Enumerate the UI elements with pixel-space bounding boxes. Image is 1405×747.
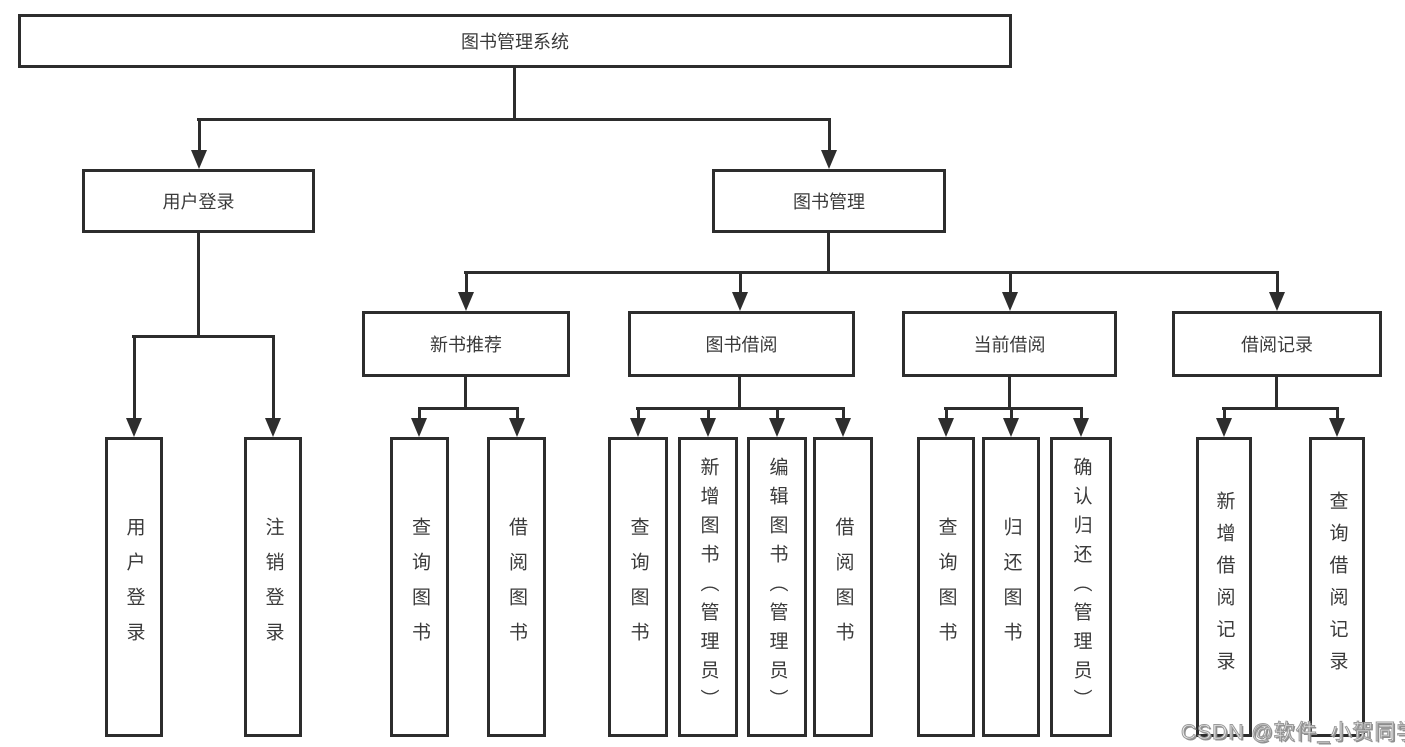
arrowhead-down-icon: [700, 418, 716, 437]
connector-arrow-line: [828, 118, 831, 150]
connector-arrow-line: [1010, 407, 1013, 418]
node-label: 查询图书: [935, 517, 957, 657]
connector-arrow-line: [739, 271, 742, 292]
connector-arrow-line: [945, 407, 948, 418]
node-label: 确认归还（管理员）: [1070, 456, 1092, 718]
arrowhead-down-icon: [1003, 418, 1019, 437]
leaf-add-books-admin: 新增图书（管理员）: [678, 437, 738, 737]
node-label: 新增图书（管理员）: [697, 456, 719, 718]
leaf-query-books-borrowing: 查询图书: [608, 437, 668, 737]
node-label: 用户登录: [162, 192, 235, 212]
node-label: 借阅图书: [506, 517, 527, 657]
connector-branch-line: [132, 335, 275, 338]
connector-arrow-line: [842, 407, 845, 418]
node-label: 编辑图书（管理员）: [766, 456, 788, 718]
node-label: 新增借阅记录: [1213, 491, 1235, 683]
connector-arrow-line: [418, 407, 421, 418]
leaf-return-books: 归还图书: [982, 437, 1040, 737]
connector-stem: [1008, 377, 1011, 410]
connector-branch-line: [944, 407, 1083, 410]
node-label: 借阅图书: [832, 517, 854, 657]
arrowhead-down-icon: [732, 292, 748, 311]
node-label: 归还图书: [1000, 517, 1022, 657]
arrowhead-down-icon: [821, 150, 837, 169]
arrowhead-down-icon: [1269, 292, 1285, 311]
node-label: 图书借阅: [705, 335, 778, 355]
connector-stem: [464, 377, 467, 410]
arrowhead-down-icon: [630, 418, 646, 437]
connector-stem: [738, 377, 741, 410]
node-user-login: 用户登录: [82, 169, 315, 233]
node-label: 查询图书: [409, 517, 430, 657]
arrowhead-down-icon: [769, 418, 785, 437]
arrowhead-down-icon: [1073, 418, 1089, 437]
arrowhead-down-icon: [126, 418, 142, 437]
node-label: 查询图书: [627, 517, 649, 657]
connector-stem: [827, 233, 830, 274]
node-label: 新书推荐: [430, 335, 502, 355]
connector-branch-line: [418, 407, 519, 410]
connector-arrow-line: [776, 407, 779, 418]
leaf-logout: 注销登录: [244, 437, 302, 737]
node-label: 图书管理系统: [461, 32, 569, 52]
connector-arrow-line: [1276, 271, 1279, 292]
node-label: 查询借阅记录: [1326, 491, 1348, 683]
arrowhead-down-icon: [411, 418, 427, 437]
connector-stem: [197, 233, 200, 338]
connector-arrow-line: [1223, 407, 1226, 418]
leaf-borrow-books-borrowing: 借阅图书: [813, 437, 873, 737]
node-borrowing-records: 借阅记录: [1172, 311, 1382, 377]
node-label: 图书管理: [793, 192, 865, 212]
node-book-management: 图书管理: [712, 169, 946, 233]
node-label: 当前借阅: [973, 335, 1046, 355]
leaf-query-books-recommend: 查询图书: [390, 437, 449, 737]
arrowhead-down-icon: [458, 292, 474, 311]
arrowhead-down-icon: [509, 418, 525, 437]
connector-branch-line: [464, 271, 1279, 274]
connector-stem: [1275, 377, 1278, 410]
node-new-book-recommend: 新书推荐: [362, 311, 570, 377]
connector-stem: [513, 68, 516, 121]
node-book-management-system: 图书管理系统: [18, 14, 1012, 68]
leaf-borrow-books-recommend: 借阅图书: [487, 437, 546, 737]
arrowhead-down-icon: [265, 418, 281, 437]
node-label: 借阅记录: [1241, 335, 1313, 355]
leaf-add-borrow-record: 新增借阅记录: [1196, 437, 1252, 737]
connector-arrow-line: [133, 335, 136, 418]
connector-arrow-line: [272, 335, 275, 418]
node-label: 注销登录: [262, 517, 284, 657]
node-label: 用户登录: [123, 517, 145, 657]
arrowhead-down-icon: [1329, 418, 1345, 437]
connector-arrow-line: [1080, 407, 1083, 418]
connector-branch-line: [197, 118, 831, 121]
leaf-confirm-return-admin: 确认归还（管理员）: [1050, 437, 1112, 737]
connector-arrow-line: [637, 407, 640, 418]
connector-arrow-line: [516, 407, 519, 418]
connector-arrow-line: [707, 407, 710, 418]
csdn-watermark: CSDN @软件_小贺同学: [1180, 721, 1405, 745]
leaf-query-books-current: 查询图书: [917, 437, 975, 737]
leaf-query-borrow-record: 查询借阅记录: [1309, 437, 1365, 737]
connector-arrow-line: [198, 118, 201, 150]
arrowhead-down-icon: [1002, 292, 1018, 311]
arrowhead-down-icon: [1216, 418, 1232, 437]
arrowhead-down-icon: [835, 418, 851, 437]
leaf-user-login: 用户登录: [105, 437, 163, 737]
connector-branch-line: [636, 407, 845, 410]
node-book-borrowing: 图书借阅: [628, 311, 855, 377]
node-current-borrowing: 当前借阅: [902, 311, 1117, 377]
connector-branch-line: [1222, 407, 1339, 410]
connector-arrow-line: [1336, 407, 1339, 418]
connector-arrow-line: [1009, 271, 1012, 292]
leaf-edit-books-admin: 编辑图书（管理员）: [747, 437, 807, 737]
connector-arrow-line: [465, 271, 468, 292]
arrowhead-down-icon: [938, 418, 954, 437]
arrowhead-down-icon: [191, 150, 207, 169]
